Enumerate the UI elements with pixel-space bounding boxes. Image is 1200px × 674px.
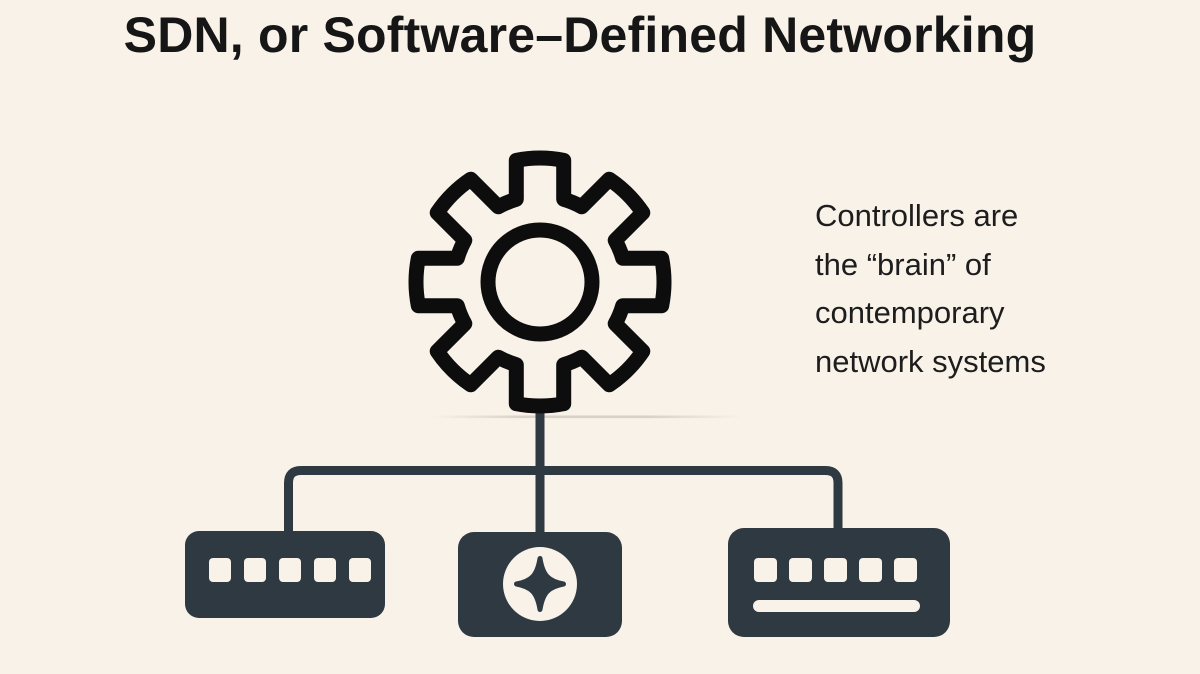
keyboard-icon bbox=[728, 528, 950, 637]
caption-line-3: contemporary bbox=[815, 295, 1005, 330]
keyboard-key bbox=[754, 558, 777, 582]
caption-line-1: Controllers are bbox=[815, 198, 1019, 233]
keyboard-key bbox=[894, 558, 917, 582]
connector-lines bbox=[284, 408, 843, 537]
keyboard-spacebar bbox=[753, 600, 920, 612]
caption-line-2: the “brain” of bbox=[815, 246, 991, 282]
keyboard-body bbox=[728, 528, 950, 637]
switch-port bbox=[349, 558, 371, 582]
keyboard-key bbox=[789, 558, 812, 582]
switch-port bbox=[314, 558, 336, 582]
sparkle-star bbox=[514, 556, 566, 612]
gear-outline bbox=[408, 150, 672, 414]
caption-line-4: network systems bbox=[815, 343, 1046, 379]
gear-icon bbox=[408, 150, 672, 414]
keyboard-key bbox=[859, 558, 882, 582]
controller-caption: Controllers are the “brain” of contempor… bbox=[815, 192, 1115, 386]
switch-port bbox=[279, 558, 301, 582]
page-title: SDN, or Software–Defined Networking bbox=[123, 7, 1037, 63]
gear-base-shadow-line bbox=[430, 415, 742, 419]
sparkle-chip-icon bbox=[458, 532, 622, 637]
keyboard-key bbox=[824, 558, 847, 582]
ports-switch-icon bbox=[185, 531, 385, 618]
switch-port bbox=[209, 558, 231, 582]
switch-port bbox=[244, 558, 266, 582]
gear-hub-ring bbox=[480, 222, 600, 342]
connector-bus bbox=[284, 466, 843, 536]
